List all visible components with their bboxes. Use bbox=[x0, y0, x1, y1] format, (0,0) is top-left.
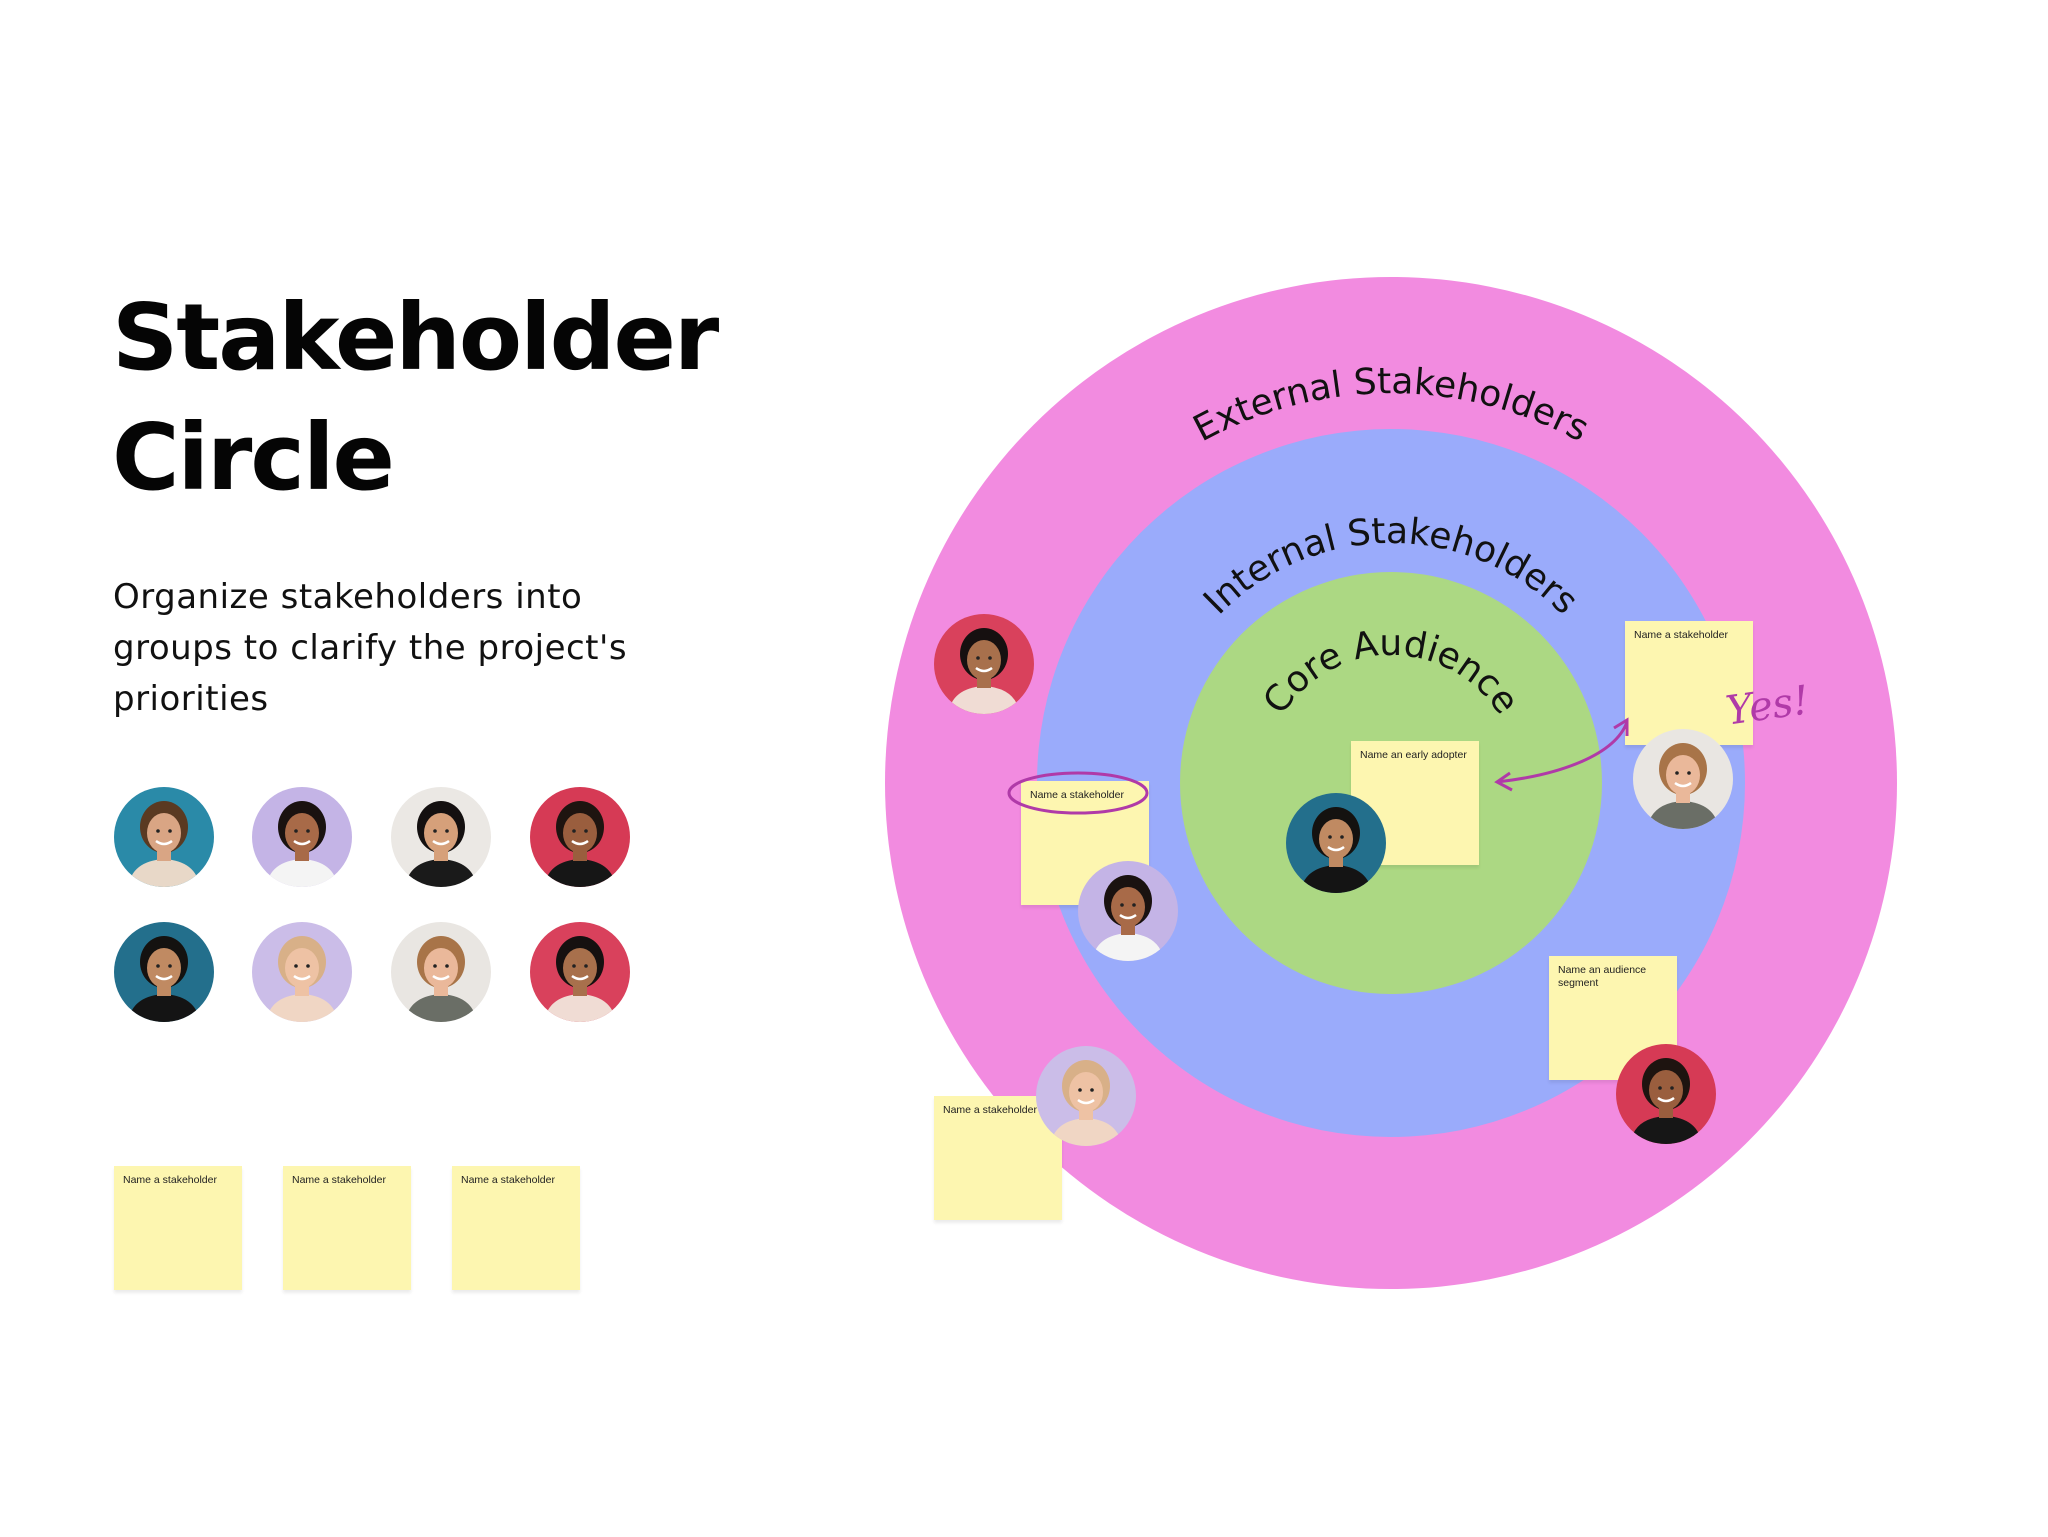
sticky-text: Name an early adopter bbox=[1360, 749, 1467, 761]
sticky-text: Name a stakeholder bbox=[292, 1174, 386, 1186]
avatar-woman-red-curly[interactable] bbox=[934, 614, 1034, 714]
avatar-woman-grey[interactable] bbox=[391, 787, 491, 887]
avatar-woman-lavender[interactable] bbox=[1078, 861, 1178, 961]
sticky-text: Name an audience segment bbox=[1558, 964, 1647, 989]
avatar-man-white-bg[interactable] bbox=[1633, 729, 1733, 829]
sticky-note[interactable]: Name a stakeholder bbox=[452, 1166, 580, 1290]
sticky-note[interactable]: Name a stakeholder bbox=[283, 1166, 411, 1290]
avatar-woman-lavender[interactable] bbox=[252, 787, 352, 887]
avatar-woman-red-curly[interactable] bbox=[530, 922, 630, 1022]
avatar-woman-teal[interactable] bbox=[114, 787, 214, 887]
avatar-woman-red-ponytail[interactable] bbox=[1616, 1044, 1716, 1144]
title-line-2: Circle bbox=[112, 404, 395, 511]
title-line-1: Stakeholder bbox=[112, 284, 719, 391]
avatar-man-teal-glasses[interactable] bbox=[114, 922, 214, 1022]
avatar-man-teal-glasses[interactable] bbox=[1286, 793, 1386, 893]
avatar-man-white-bg[interactable] bbox=[391, 922, 491, 1022]
sticky-right-stakeholder[interactable]: Name a stakeholder bbox=[1625, 621, 1753, 745]
sticky-note[interactable]: Name a stakeholder bbox=[114, 1166, 242, 1290]
subtitle: Organize stakeholders into groups to cla… bbox=[113, 577, 628, 719]
sticky-text: Name a stakeholder bbox=[943, 1104, 1037, 1116]
sticky-text: Name a stakeholder bbox=[1030, 789, 1124, 801]
sticky-text: Name a stakeholder bbox=[1634, 629, 1728, 641]
sticky-text: Name a stakeholder bbox=[123, 1174, 217, 1186]
avatar-woman-blonde[interactable] bbox=[1036, 1046, 1136, 1146]
avatar-woman-red-ponytail[interactable] bbox=[530, 787, 630, 887]
sticky-text: Name a stakeholder bbox=[461, 1174, 555, 1186]
avatar-woman-blonde[interactable] bbox=[252, 922, 352, 1022]
